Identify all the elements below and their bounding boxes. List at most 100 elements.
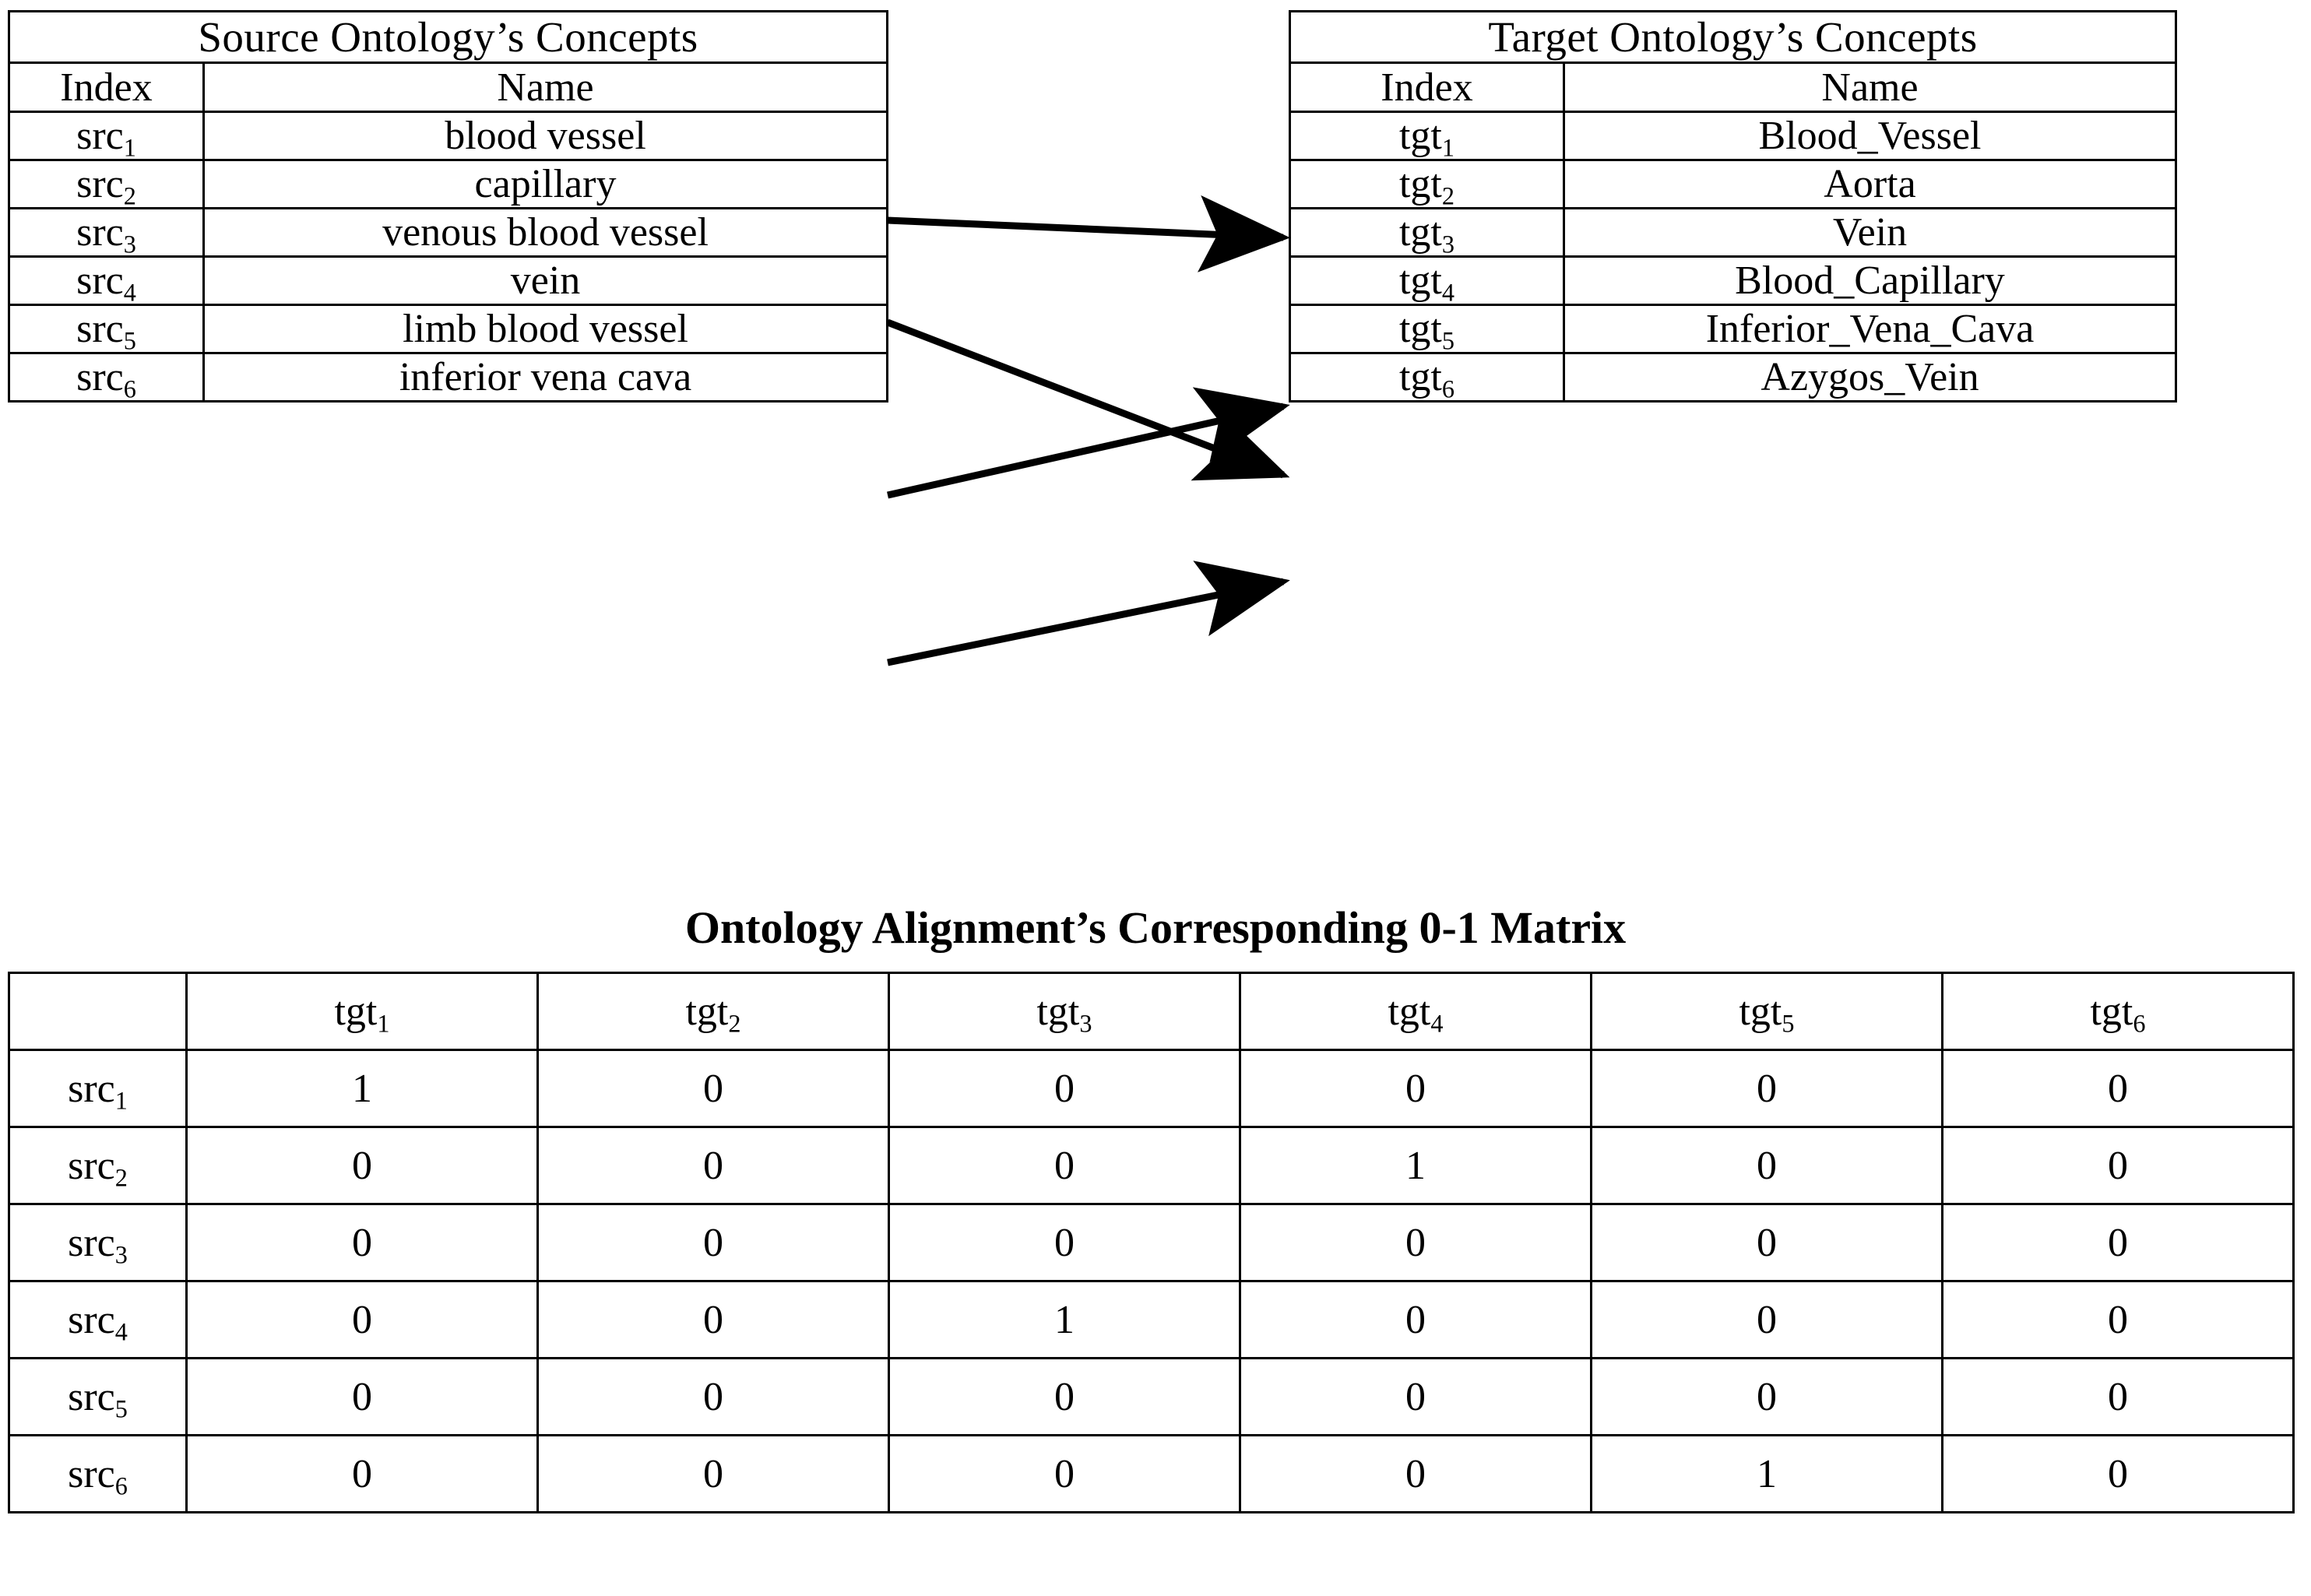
target-index-sub: 6 (1441, 374, 1455, 403)
target-index-text: tgt (1398, 355, 1442, 399)
target-name-cell: Inferior_Vena_Cava (1563, 304, 2177, 354)
source-name-cell: capillary (202, 159, 889, 209)
matrix-row-header: src1 (8, 1049, 188, 1128)
matrix-row-header-sub: 3 (114, 1240, 128, 1269)
matrix-row-header-sub: 4 (114, 1317, 128, 1346)
target-col-header-name: Name (1563, 62, 2177, 113)
matrix-cell: 0 (1941, 1049, 2295, 1128)
source-row-6: src6 inferior vena cava (8, 352, 889, 403)
target-index-sub: 2 (1441, 181, 1455, 210)
matrix-col-header-sub: 1 (377, 1009, 390, 1038)
target-index-cell: tgt4 (1289, 255, 1565, 307)
matrix-cell: 0 (185, 1434, 539, 1513)
source-index-sub: 1 (123, 133, 136, 162)
source-name-cell: venous blood vessel (202, 207, 889, 258)
target-index-text: tgt (1398, 114, 1442, 158)
matrix-col-header-sub: 4 (1430, 1009, 1444, 1038)
source-name-cell: vein (202, 255, 889, 306)
target-index-text: tgt (1398, 162, 1442, 206)
target-row-5: tgt5 Inferior_Vena_Cava (1289, 304, 2177, 355)
matrix-row-header-text: src (68, 1297, 115, 1342)
source-row-2: src2 capillary (8, 159, 889, 210)
source-index-sub: 3 (123, 230, 136, 258)
matrix-cell: 0 (1590, 1126, 1943, 1205)
matrix-cell: 0 (1239, 1280, 1592, 1359)
source-table-header-row: Index Name (8, 62, 889, 113)
matrix-cell: 0 (185, 1126, 539, 1205)
matrix-row-header-text: src (68, 1066, 115, 1111)
matrix-col-header-sub: 3 (1079, 1009, 1092, 1038)
target-table-title: Target Ontology’s Concepts (1289, 10, 2177, 64)
source-index-text: src (76, 114, 124, 158)
alignment-matrix-table: tgt1 tgt2 tgt3 tgt4 tgt5 tgt6 src1 1 0 0… (8, 972, 2295, 1513)
target-name-cell: Vein (1563, 207, 2177, 258)
target-index-cell: tgt6 (1289, 352, 1565, 403)
matrix-col-header-tgt6: tgt6 (1941, 972, 2295, 1051)
source-ontology-table: Source Ontology’s Concepts Index Name sr… (7, 10, 889, 403)
target-name-cell: Blood_Vessel (1563, 111, 2177, 161)
matrix-cell: 1 (888, 1280, 1241, 1359)
matrix-col-header-text: tgt (1388, 989, 1431, 1034)
source-name-cell: inferior vena cava (202, 352, 889, 403)
target-index-cell: tgt2 (1289, 159, 1565, 210)
matrix-col-header-tgt4: tgt4 (1239, 972, 1592, 1051)
source-index-cell: src4 (8, 255, 205, 307)
source-index-cell: src6 (8, 352, 205, 403)
matrix-row-header-text: src (68, 1451, 115, 1496)
matrix-row-header-text: src (68, 1143, 115, 1188)
arrow-src2-to-tgt4 (886, 318, 1290, 481)
matrix-cell: 0 (1239, 1434, 1592, 1513)
target-row-2: tgt2 Aorta (1289, 159, 2177, 210)
matrix-cell: 1 (1590, 1434, 1943, 1513)
arrow-src1-to-tgt1 (887, 195, 1290, 272)
matrix-row-src6: src6 0 0 0 0 1 0 (8, 1434, 2295, 1513)
target-table-title-row: Target Ontology’s Concepts (1289, 10, 2177, 64)
target-index-sub: 1 (1441, 133, 1455, 162)
source-index-cell: src3 (8, 207, 205, 258)
source-index-cell: src5 (8, 304, 205, 354)
matrix-row-header: src5 (8, 1357, 188, 1436)
matrix-row-header-sub: 5 (114, 1394, 128, 1423)
matrix-cell: 0 (185, 1203, 539, 1282)
matrix-cell: 0 (888, 1203, 1241, 1282)
target-index-text: tgt (1398, 210, 1442, 255)
matrix-cell: 0 (1239, 1357, 1592, 1436)
matrix-cell: 0 (1239, 1203, 1592, 1282)
matrix-row-src2: src2 0 0 0 1 0 0 (8, 1126, 2295, 1205)
matrix-cell: 0 (536, 1280, 890, 1359)
source-index-sub: 6 (123, 374, 136, 403)
matrix-cell: 0 (536, 1434, 890, 1513)
target-name-cell: Azygos_Vein (1563, 352, 2177, 403)
source-col-header-name: Name (202, 62, 889, 113)
target-index-cell: tgt1 (1289, 111, 1565, 162)
arrow-src4-to-tgt3 (887, 387, 1290, 499)
matrix-row-src1: src1 1 0 0 0 0 0 (8, 1049, 2295, 1128)
matrix-row-header: src2 (8, 1126, 188, 1205)
matrix-row-src5: src5 0 0 0 0 0 0 (8, 1357, 2295, 1436)
matrix-cell: 0 (888, 1049, 1241, 1128)
matrix-col-header-tgt2: tgt2 (536, 972, 890, 1051)
source-index-sub: 4 (123, 278, 136, 307)
matrix-cell: 1 (1239, 1126, 1592, 1205)
source-col-header-index: Index (8, 62, 205, 113)
target-index-cell: tgt5 (1289, 304, 1565, 355)
matrix-col-header-text: tgt (334, 989, 378, 1034)
matrix-col-header-sub: 2 (728, 1009, 741, 1038)
matrix-cell: 0 (1590, 1280, 1943, 1359)
source-index-text: src (76, 258, 124, 303)
matrix-col-header-sub: 5 (1782, 1009, 1795, 1038)
matrix-title: Ontology Alignment’s Corresponding 0-1 M… (684, 902, 1627, 953)
target-index-sub: 4 (1441, 278, 1455, 307)
matrix-cell: 0 (536, 1126, 890, 1205)
matrix-row-src4: src4 0 0 1 0 0 0 (8, 1280, 2295, 1359)
matrix-row-header-text: src (68, 1220, 115, 1265)
source-index-text: src (76, 307, 124, 351)
target-index-sub: 3 (1441, 230, 1455, 258)
target-index-text: tgt (1398, 307, 1442, 351)
target-index-sub: 5 (1441, 326, 1455, 355)
target-ontology-table: Target Ontology’s Concepts Index Name tg… (1289, 10, 2177, 403)
matrix-col-header-text: tgt (685, 989, 729, 1034)
matrix-cell: 0 (1239, 1049, 1592, 1128)
arrow-src6-to-tgt5 (887, 561, 1290, 666)
source-index-sub: 2 (123, 181, 136, 210)
